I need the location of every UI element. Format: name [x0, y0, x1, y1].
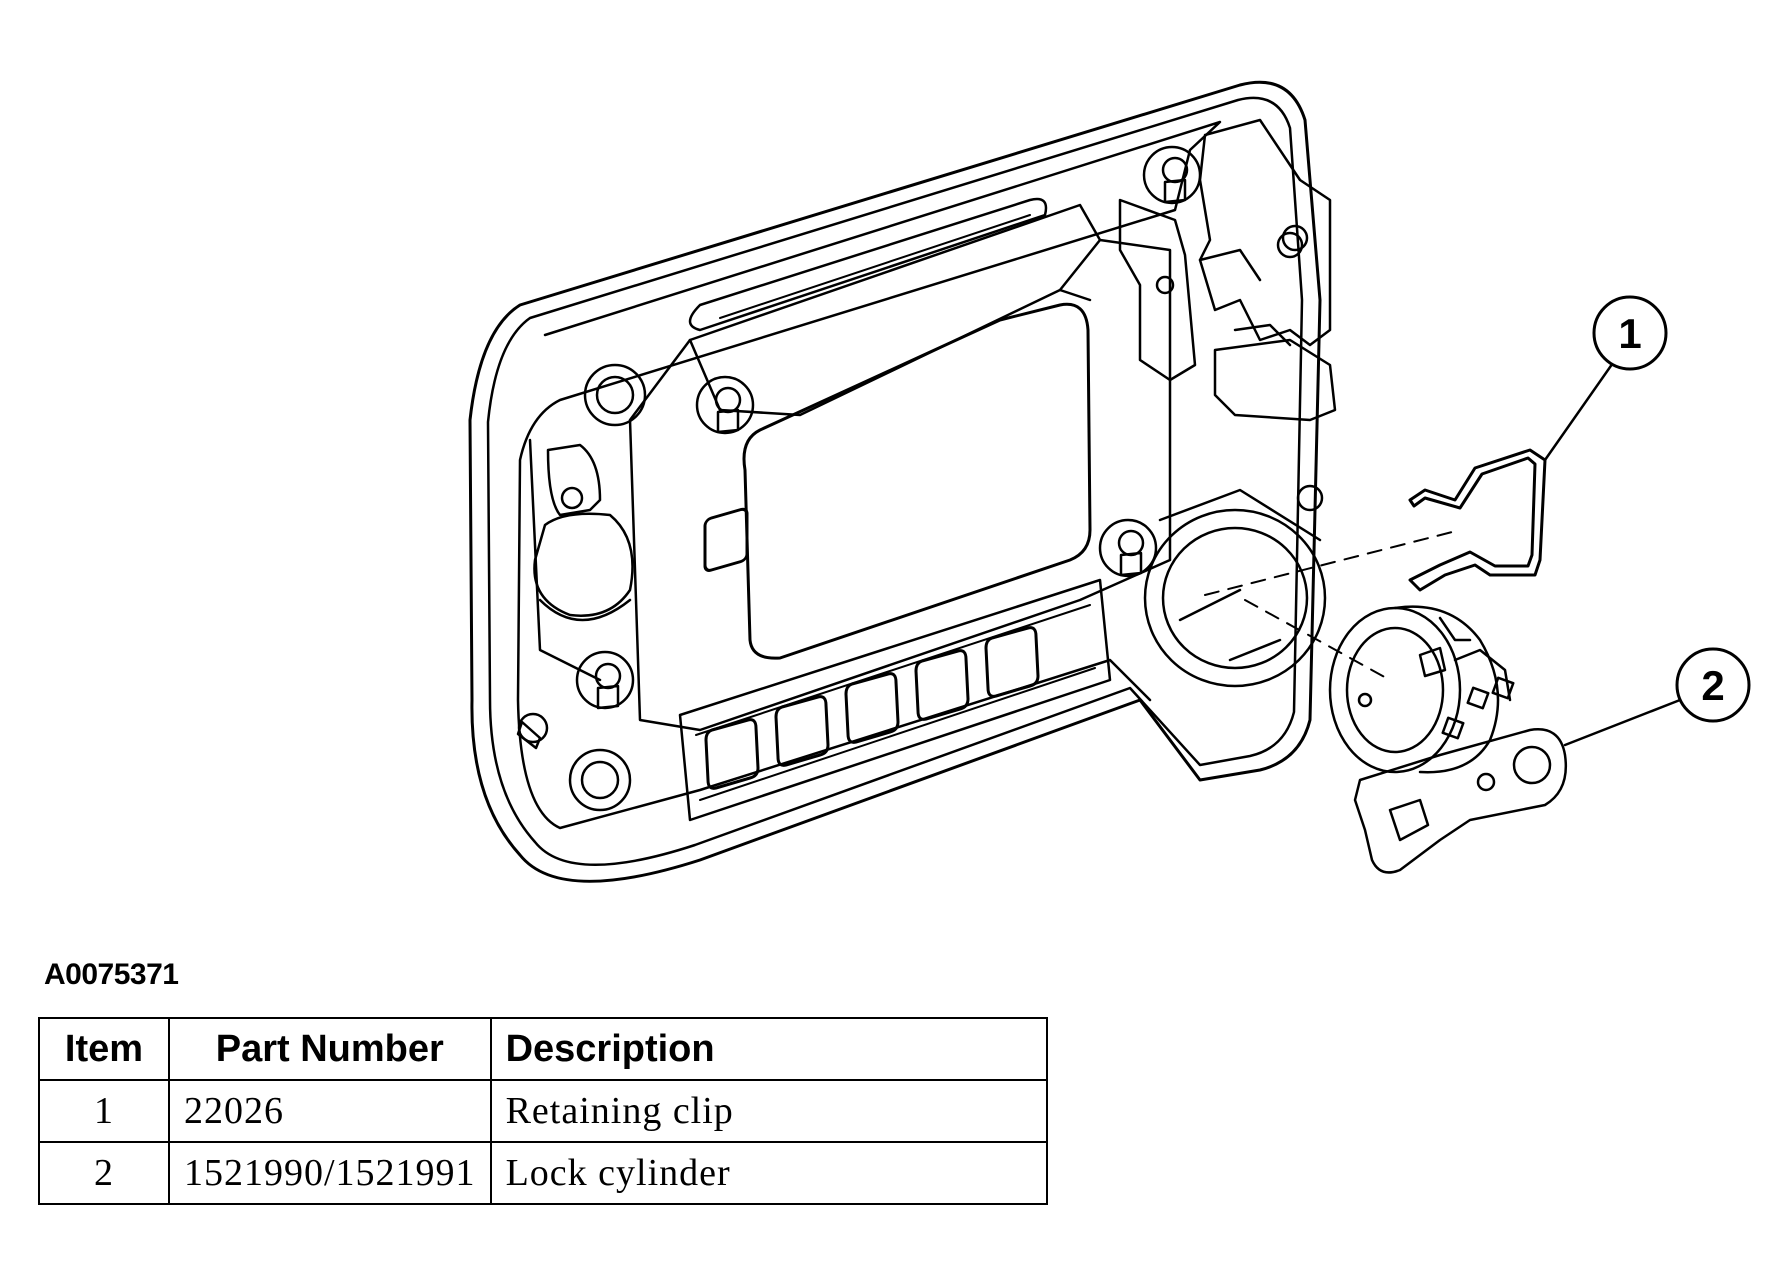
parts-table: Item Part Number Description 1 22026 Ret… — [38, 1017, 1048, 1205]
inner-frame — [628, 197, 1172, 732]
hinge-bracket — [528, 438, 634, 682]
assembly-axis-lines — [1204, 529, 1461, 681]
callout-1: 1 — [1543, 295, 1668, 462]
table-header-row: Item Part Number Description — [38, 1017, 1048, 1081]
header-description: Description — [489, 1017, 1048, 1081]
callout-2: 2 — [1563, 647, 1751, 747]
filler-door-panel — [468, 80, 1322, 883]
cell-description: Lock cylinder — [489, 1141, 1048, 1205]
table-row: 2 1521990/1521991 Lock cylinder — [38, 1141, 1048, 1205]
callout-1-label: 1 — [1618, 310, 1641, 357]
table-row: 1 22026 Retaining clip — [38, 1079, 1048, 1143]
cell-part-number: 1521990/1521991 — [168, 1141, 492, 1205]
header-part-number: Part Number — [168, 1017, 492, 1081]
retaining-clip — [1408, 448, 1547, 592]
lock-housing — [1143, 488, 1327, 688]
cell-item: 2 — [38, 1141, 170, 1205]
cell-description: Retaining clip — [489, 1079, 1048, 1143]
vent-slots — [678, 507, 1112, 822]
callout-2-label: 2 — [1701, 662, 1724, 709]
cell-item: 1 — [38, 1079, 170, 1143]
figure-id: A0075371 — [44, 958, 179, 991]
lock-cylinder — [1328, 605, 1568, 874]
header-item: Item — [38, 1017, 170, 1081]
mounting-studs — [516, 145, 1324, 812]
exploded-view-drawing: 1 2 — [468, 80, 1751, 883]
latch-mechanism — [1118, 118, 1337, 422]
cell-part-number: 22026 — [168, 1079, 492, 1143]
